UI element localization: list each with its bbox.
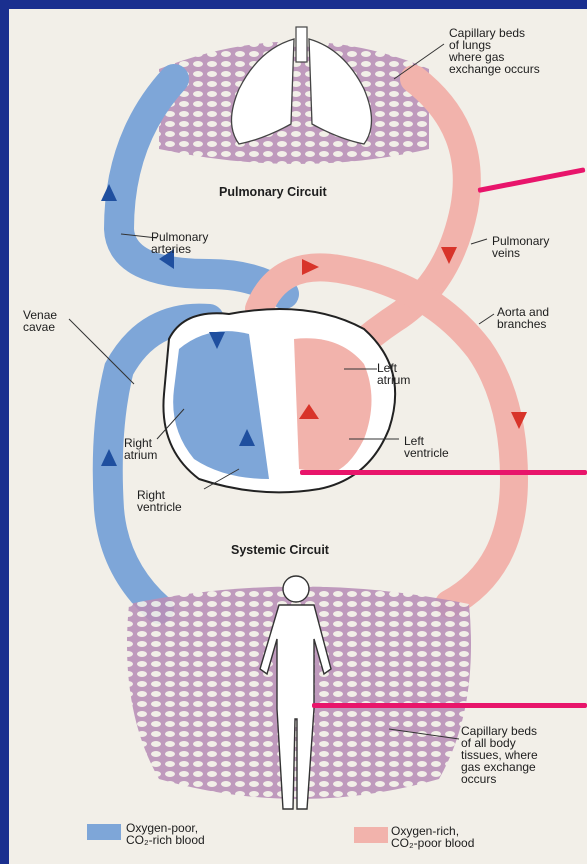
label-aorta: Aorta and branches	[497, 306, 549, 330]
legend-label-oxygen-rich: Oxygen-rich, CO₂-poor blood	[391, 825, 474, 849]
label-left-atrium: Left atrium	[377, 362, 410, 386]
label-pulmonary-arteries: Pulmonary arteries	[151, 231, 208, 255]
legend-swatch-oxygen-rich	[354, 827, 388, 843]
legend-swatch-oxygen-poor	[87, 824, 121, 840]
label-systemic-circuit: Systemic Circuit	[231, 544, 329, 556]
label-pulmonary-circuit: Pulmonary Circuit	[219, 186, 327, 198]
pointer-body	[312, 703, 587, 708]
lung-capillary-bed	[159, 42, 429, 165]
label-pulmonary-veins: Pulmonary veins	[492, 235, 549, 259]
label-venae-cavae: Venae cavae	[23, 309, 57, 333]
pointer-heart	[300, 470, 587, 475]
label-capillary-body: Capillary beds of all body tissues, wher…	[461, 725, 538, 785]
legend-label-oxygen-poor: Oxygen-poor, CO₂-rich blood	[126, 822, 205, 846]
label-right-atrium: Right atrium	[124, 437, 157, 461]
label-capillary-lungs: Capillary beds of lungs where gas exchan…	[449, 27, 540, 75]
circulation-diagram: Capillary beds of lungs where gas exchan…	[9, 9, 587, 864]
label-left-ventricle: Left ventricle	[404, 435, 449, 459]
label-right-ventricle: Right ventricle	[137, 489, 182, 513]
heart	[163, 309, 395, 492]
